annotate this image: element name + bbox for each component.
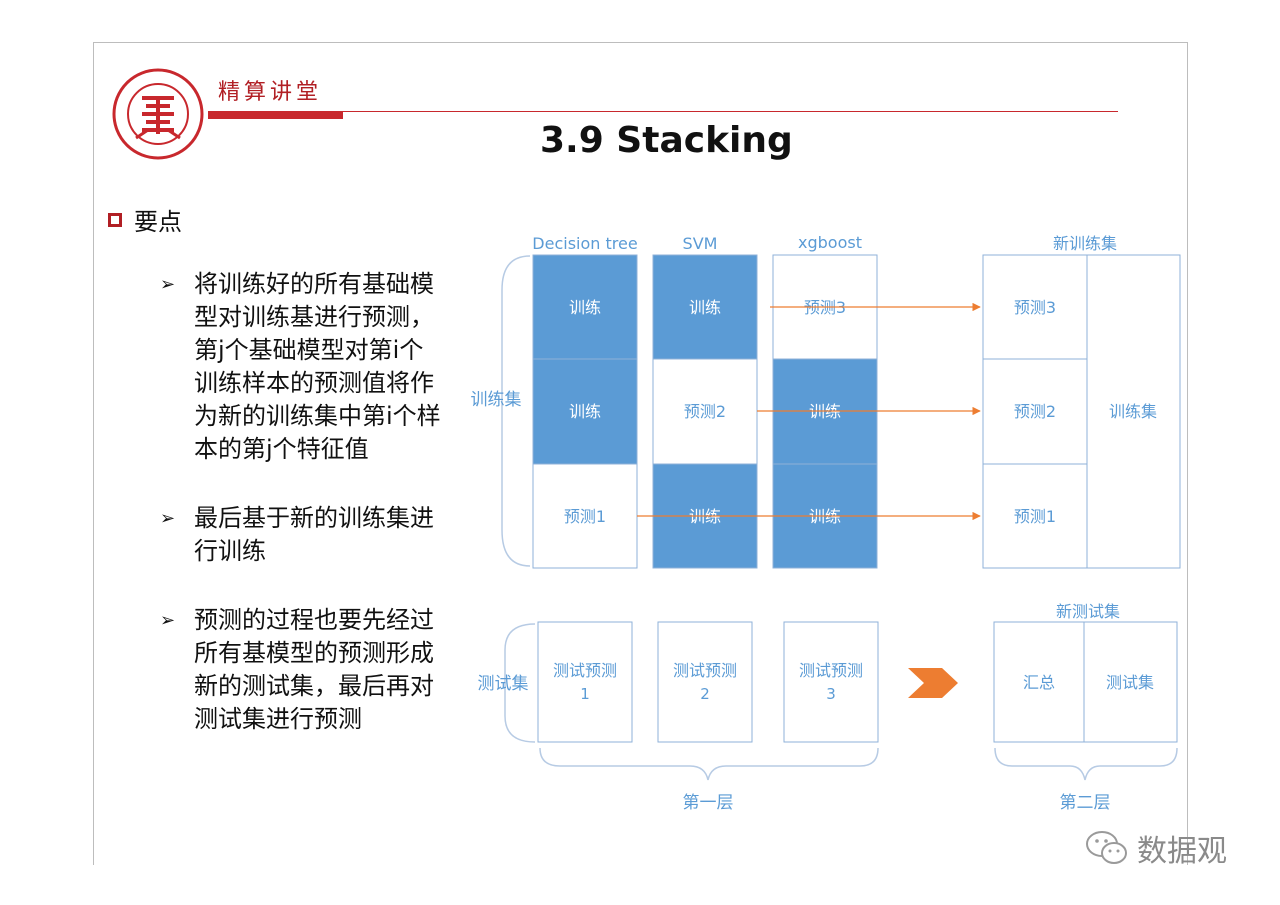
test-pred-box [537, 621, 633, 743]
new-train-cell [982, 463, 1088, 569]
chevron-right-icon [908, 668, 958, 698]
test-pred-box [657, 621, 753, 743]
new-test-cell [993, 621, 1085, 743]
test-pred-index: 2 [700, 685, 710, 703]
actuaries-logo [112, 68, 204, 160]
grid-cell-label: 训练 [689, 298, 721, 317]
new-train-cell [982, 358, 1088, 465]
header-accent-bar [208, 112, 343, 119]
arrow-bullet-icon: ➢ [160, 610, 176, 631]
grid-cell [652, 358, 758, 465]
arrow-bullet-icon: ➢ [160, 508, 176, 529]
new-test-cell-label: 测试集 [1106, 673, 1154, 692]
bullet-text: 预测的过程也要先经过所有基模型的预测形成新的测试集，最后再对测试集进行预测 [194, 606, 434, 733]
new-train-cell-label: 预测3 [1014, 298, 1056, 317]
new-test-cell-label: 汇总 [1023, 673, 1055, 692]
grid-cell-label: 训练 [569, 402, 601, 421]
train-set-bracket [501, 255, 531, 567]
watermark-text: 数据观 [1137, 834, 1227, 869]
grid-cell-label: 训练 [569, 298, 601, 317]
grid-cell [532, 254, 638, 360]
test-set-label: 测试集 [478, 674, 529, 694]
watermark: 数据观 [1085, 826, 1227, 870]
test-pred-label: 测试预测 [553, 661, 617, 680]
grid-cell-label: 预测2 [684, 402, 726, 421]
grid-cell-label: 预测1 [564, 507, 606, 526]
test-pred-index: 1 [580, 685, 590, 703]
arrow-bullet-icon: ➢ [160, 274, 176, 295]
train-set-label: 训练集 [471, 390, 522, 410]
test-set-bracket [504, 623, 536, 743]
square-bullet-icon [108, 212, 122, 227]
grid-cell [532, 358, 638, 465]
slide-frame [93, 42, 1188, 865]
bullet-list: ➢ 将训练好的所有基础模型对训练基进行预测，第j个基础模型对第i个训练样本的预测… [160, 268, 460, 772]
new-test-cell [1083, 621, 1178, 743]
test-pred-label: 测试预测 [673, 661, 737, 680]
bullet-text: 最后基于新的训练集进行训练 [194, 504, 434, 565]
test-pred-label: 测试预测 [799, 661, 863, 680]
new-train-cell-label: 预测2 [1014, 402, 1056, 421]
bullet-item: ➢ 预测的过程也要先经过所有基模型的预测形成新的测试集，最后再对测试集进行预测 [160, 604, 460, 736]
keypoint-label: 要点 [134, 208, 182, 236]
grid-cell [532, 463, 638, 569]
grid-cell [652, 254, 758, 360]
header-rule [208, 111, 1118, 112]
keypoint-heading: 要点 [108, 202, 182, 237]
new-train-original-cell [1086, 254, 1181, 569]
model-label-svm: SVM [683, 234, 718, 253]
test-pred-box [783, 621, 879, 743]
new-train-cell [982, 254, 1088, 360]
wechat-icon [1086, 831, 1127, 864]
new-test-set-label: 新测试集 [1056, 602, 1120, 621]
test-pred-index: 3 [826, 685, 836, 703]
brand-title: 精算讲堂 [218, 80, 323, 105]
new-train-original-label: 训练集 [1109, 402, 1157, 421]
bullet-text: 将训练好的所有基础模型对训练基进行预测，第j个基础模型对第i个训练样本的预测值将… [194, 270, 441, 463]
model-label-decision-tree: Decision tree [532, 234, 637, 253]
bullet-item: ➢ 最后基于新的训练集进行训练 [160, 502, 460, 568]
layer1-label: 第一层 [683, 793, 734, 813]
layer2-brace [994, 747, 1178, 781]
model-label-xgboost: xgboost [798, 233, 862, 252]
layer2-label: 第二层 [1060, 793, 1111, 813]
new-train-set-label: 新训练集 [1053, 234, 1117, 253]
slide-title: 3.9 Stacking [540, 120, 793, 161]
layer1-brace [539, 747, 879, 781]
bullet-item: ➢ 将训练好的所有基础模型对训练基进行预测，第j个基础模型对第i个训练样本的预测… [160, 268, 460, 466]
new-train-cell-label: 预测1 [1014, 507, 1056, 526]
